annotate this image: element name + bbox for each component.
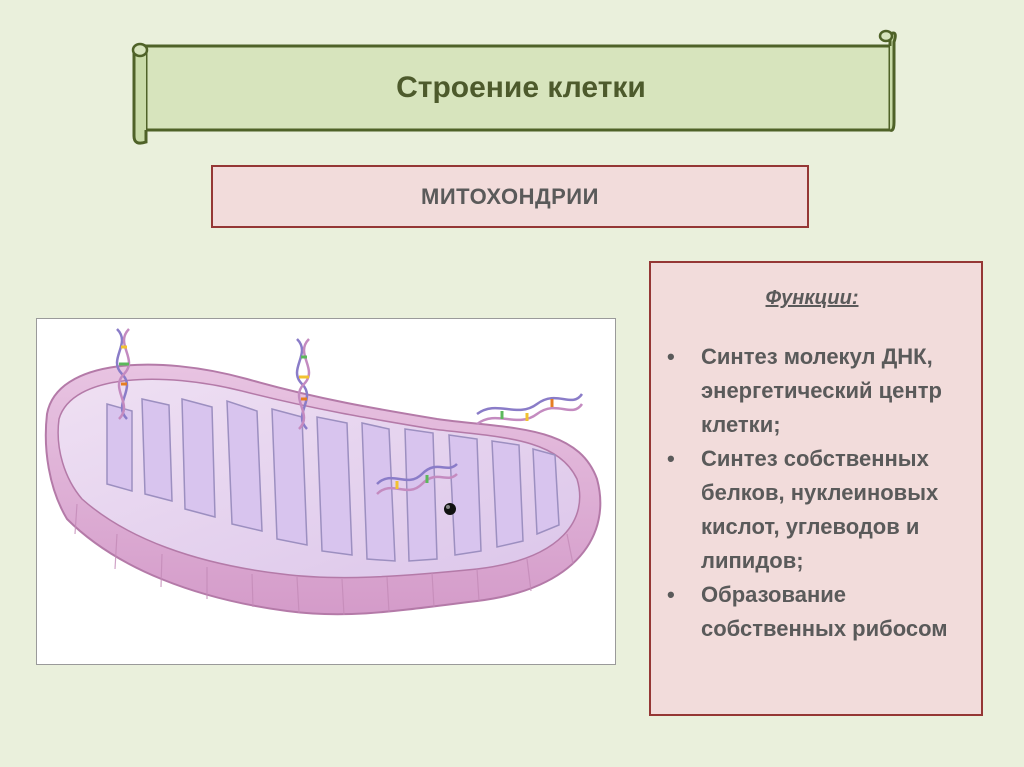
- bullet-icon: •: [667, 582, 675, 607]
- section-heading: МИТОХОНДРИИ: [421, 183, 599, 209]
- mitochondrion-image-panel: [36, 318, 616, 665]
- list-item-text: Образование собственных рибосом: [701, 582, 948, 641]
- title-banner-scroll: [131, 29, 897, 145]
- list-item-text: Синтез собственных белков, нуклеиновых к…: [701, 446, 939, 573]
- mitochondrion-illustration: [44, 328, 602, 616]
- list-item: • Синтез молекул ДНК, энергетический цен…: [657, 340, 967, 442]
- functions-list: • Синтез молекул ДНК, энергетический цен…: [657, 340, 967, 646]
- list-item-text: Синтез молекул ДНК, энергетический центр…: [701, 344, 942, 437]
- slide-title: Строение клетки: [396, 71, 646, 104]
- section-heading-box: МИТОХОНДРИИ: [211, 165, 809, 228]
- list-item: • Образование собственных рибосом: [657, 578, 967, 646]
- functions-heading: Функции:: [765, 287, 859, 309]
- bullet-icon: •: [667, 446, 675, 471]
- list-item: • Синтез собственных белков, нуклеиновых…: [657, 442, 967, 578]
- functions-box: Функции: • Синтез молекул ДНК, энергетич…: [649, 261, 983, 716]
- bullet-icon: •: [667, 344, 675, 369]
